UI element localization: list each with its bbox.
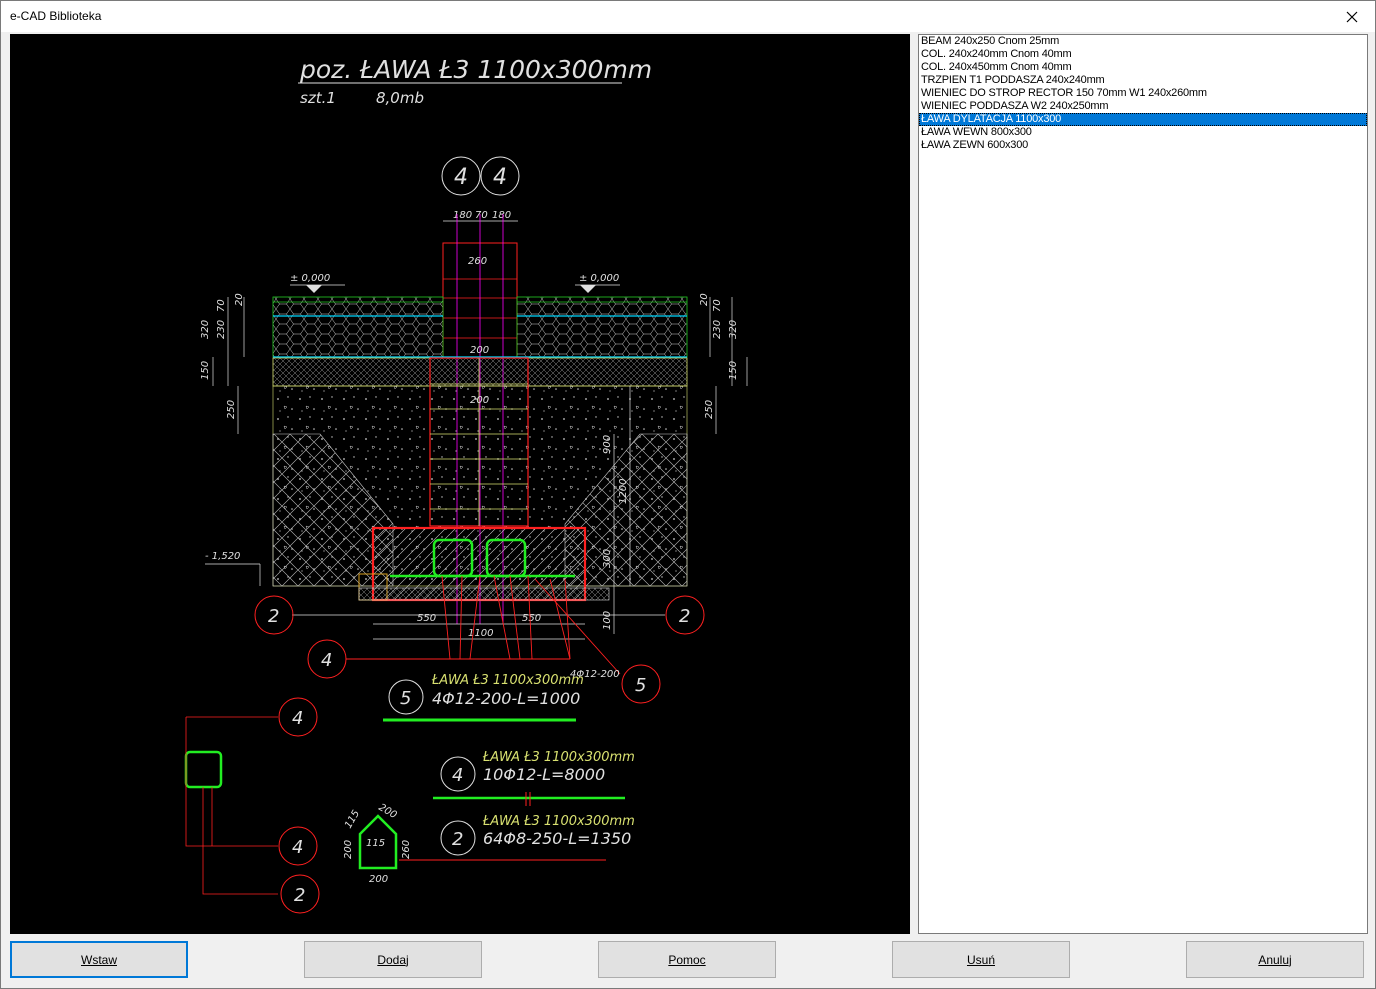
dim-150-right: 150 (728, 361, 739, 380)
list-item[interactable]: WIENIEC DO STROP RECTOR 150 70mm W1 240x… (921, 87, 1207, 99)
level-bottom: - 1,520 (205, 551, 240, 562)
insert-button[interactable]: Wstaw (10, 941, 188, 978)
detail-2-marker: 2 (452, 829, 463, 850)
dim-320-right: 320 (728, 320, 739, 339)
stirrup-dim-115-inner: 115 (366, 838, 385, 849)
dim-200-a: 200 (470, 345, 489, 356)
cancel-button[interactable]: Anuluj (1186, 941, 1364, 978)
dim-1200: 1200 (618, 479, 629, 504)
list-item[interactable]: COL. 240x240mm Cnom 40mm (921, 48, 1072, 60)
marker-4-bottom: 4 (321, 650, 332, 671)
dim-200-b: 200 (470, 395, 489, 406)
cad-preview: poz. ŁAWA Ł3 1100x300mm szt.1 8,0mb 4 4 … (10, 34, 910, 934)
detail-4-marker: 4 (452, 765, 463, 786)
dim-320-left: 320 (200, 320, 211, 339)
level-top-left: ± 0,000 (290, 273, 330, 284)
marker-2-left: 2 (268, 606, 279, 627)
close-button[interactable] (1329, 1, 1375, 32)
drawing-qty: szt.1 (300, 89, 336, 107)
detail-5-title: ŁAWA Ł3 1100x300mm (431, 673, 584, 688)
dim-250-right: 250 (704, 400, 715, 419)
list-item[interactable]: ŁAWA WEWN 800x300 (921, 126, 1032, 138)
dim-180-b: 180 (492, 210, 511, 221)
dim-230-right: 230 (712, 320, 723, 339)
list-item[interactable]: COL. 240x450mm Cnom 40mm (921, 61, 1072, 73)
detail-2-title: ŁAWA Ł3 1100x300mm (482, 814, 635, 829)
dim-70-left: 70 (216, 299, 227, 312)
dim-550-a: 550 (417, 613, 436, 624)
drawing-title: poz. ŁAWA Ł3 1100x300mm (299, 55, 652, 84)
drawing-length: 8,0mb (376, 89, 424, 107)
delete-button[interactable]: Usuń (892, 941, 1070, 978)
help-button[interactable]: Pomoc (598, 941, 776, 978)
dim-300: 300 (602, 549, 613, 568)
stirrup-dim-200-bottom: 200 (369, 874, 388, 885)
marker-5-right: 5 (635, 675, 646, 696)
marker-4-top-right: 4 (493, 165, 507, 190)
stirrup-dim-115-outer: 115 (343, 808, 362, 830)
window-title: e-CAD Biblioteka (10, 9, 102, 23)
dim-1100: 1100 (468, 628, 493, 639)
list-item[interactable]: ŁAWA DYLATACJA 1100x300 (919, 113, 1367, 126)
detail-5-marker: 5 (400, 688, 411, 709)
title-bar: e-CAD Biblioteka (1, 1, 1375, 32)
dim-70-right: 70 (712, 299, 723, 312)
dim-20-right: 20 (699, 293, 710, 306)
list-item[interactable]: BEAM 240x250 Cnom 25mm (921, 35, 1060, 47)
marker-4-top-left: 4 (454, 165, 468, 190)
detail-left-marker-4-top: 4 (292, 708, 303, 729)
detail-2-spec: 64Φ8-250-L=1350 (483, 829, 631, 848)
stirrup-dim-260: 260 (401, 840, 412, 859)
dim-900: 900 (602, 435, 613, 454)
rebar-side-label: 4Φ12-200 (570, 669, 620, 680)
detail-left-marker-4-bottom: 4 (292, 837, 303, 858)
detail-4-title: ŁAWA Ł3 1100x300mm (482, 750, 635, 765)
detail-left-marker-2: 2 (294, 885, 305, 906)
dim-230-left: 230 (216, 320, 227, 339)
dim-100: 100 (602, 611, 613, 630)
dim-250-left: 250 (226, 400, 237, 419)
dim-150-left: 150 (200, 361, 211, 380)
dim-180-a: 180 (453, 210, 472, 221)
detail-5-spec: 4Φ12-200-L=1000 (432, 689, 580, 708)
dim-20-left: 20 (234, 293, 245, 306)
marker-2-right: 2 (679, 606, 690, 627)
dim-70: 70 (475, 210, 488, 221)
close-icon (1346, 11, 1358, 22)
list-item[interactable]: WIENIEC PODDASZA W2 240x250mm (921, 100, 1109, 112)
detail-4-spec: 10Φ12-L=8000 (483, 765, 605, 784)
dim-550-b: 550 (522, 613, 541, 624)
stirrup-dim-200-left: 200 (343, 840, 354, 859)
level-top-right: ± 0,000 (579, 273, 619, 284)
cad-drawing: poz. ŁAWA Ł3 1100x300mm szt.1 8,0mb 4 4 … (184, 55, 748, 914)
list-item[interactable]: ŁAWA ZEWN 600x300 (921, 139, 1029, 151)
add-button[interactable]: Dodaj (304, 941, 482, 978)
dim-260: 260 (468, 256, 487, 267)
list-item[interactable]: TRZPIEN T1 PODDASZA 240x240mm (921, 74, 1105, 86)
